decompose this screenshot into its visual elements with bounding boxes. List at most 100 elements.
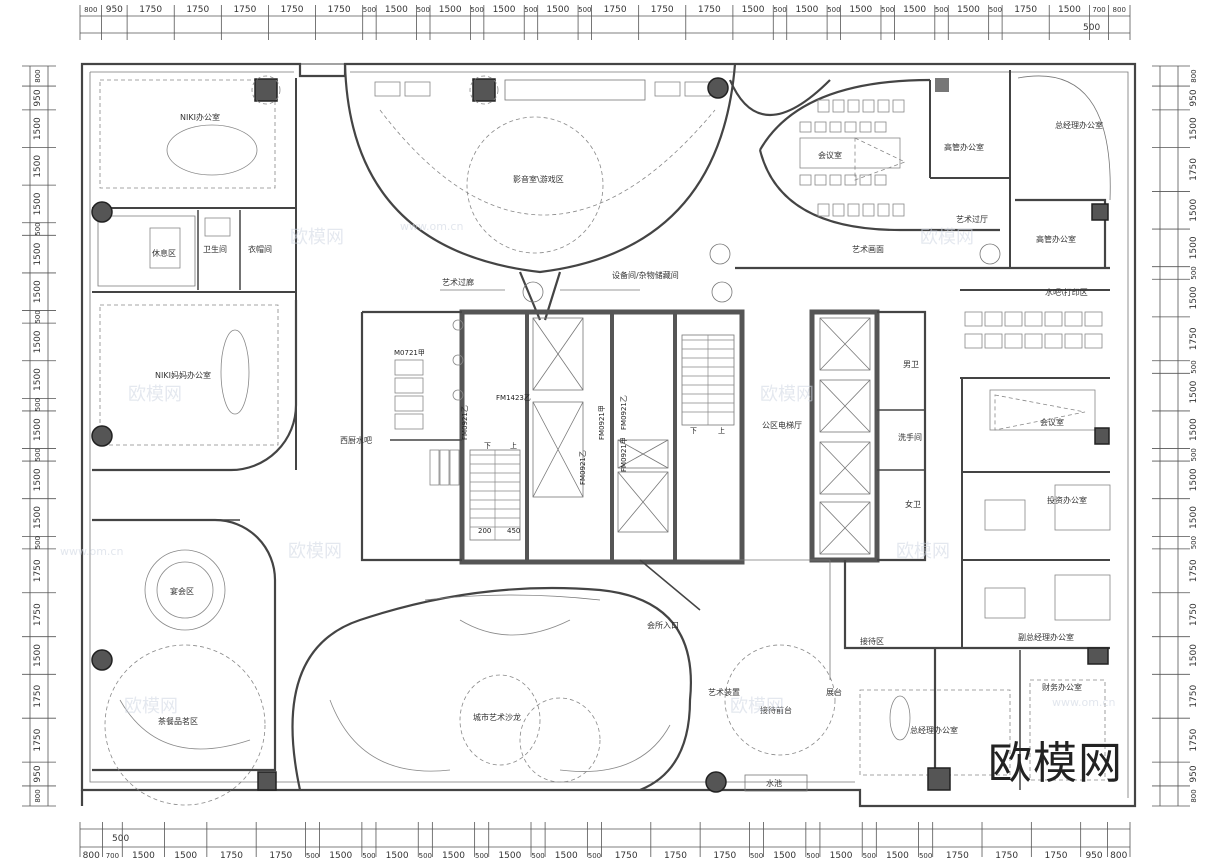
workstation-desk [1024,333,1043,349]
cinema-area [343,63,737,321]
right-dimension-label: 1750 [1189,158,1199,181]
room-label-water-pool: 水池 [766,778,782,788]
left-dimension-label: 1500 [33,280,43,303]
chair [817,203,830,217]
left-dimension-label: 800 [34,789,42,802]
room-label-senior-office-2: 高管办公室 [1036,234,1076,244]
chair [874,121,887,133]
room-label-meeting-right: 会议室 [1040,417,1064,427]
watermark-soft-6: 欧模网 [896,541,950,562]
stair-down-b: 下 [690,427,697,435]
chair [829,121,842,133]
bottom-dimension-label: 1750 [1045,851,1068,861]
right-dimension-label: 1500 [1189,506,1199,529]
left-dimension-label: 1750 [33,728,43,751]
room-label-gm-office: 总经理办公室 [1055,120,1103,130]
column [927,767,951,791]
bottom-dimension-label: 1750 [995,851,1018,861]
right-dimension-label: 500 [1190,536,1198,549]
elevator-car [819,501,871,555]
left-dimension-label: 500 [34,536,42,549]
top-dimension-label: 1500 [742,5,765,15]
left-dimension-label: 800 [34,69,42,82]
top-dimension-label: 1500 [385,5,408,15]
room-label-niki-office: NIKI办公室 [180,112,220,122]
chair [799,121,812,133]
stair-down-a: 下 [484,442,491,450]
workstation-desk [1004,333,1023,349]
chair [844,174,857,186]
top-dimension-label: 1750 [139,5,162,15]
door-tag-fm1423: FM1423乙 [496,394,531,402]
left-dimension-label: 500 [34,448,42,461]
toilet-stall [429,449,440,486]
chair [847,203,860,217]
chair [877,203,890,217]
chair [862,99,875,113]
room-label-western-bar: 西厨水吧 [340,435,372,445]
left-dimension-label: 1750 [33,559,43,582]
room-label-finance-office: 财务办公室 [1042,682,1082,692]
stair-dim-200: 200 [478,527,491,535]
left-dimension-label: 500 [34,222,42,235]
workstation-desk [1044,333,1063,349]
chair [844,121,857,133]
bottom-dimension-label: 1500 [555,851,578,861]
door-tag-fm0921e: FM0921乙 [461,405,469,440]
room-label-meeting-top: 会议室 [818,150,842,160]
watermark-brand: 欧模网 [988,738,1123,789]
room-label-invest-office: 投资办公室 [1047,495,1087,505]
top-dimension-label: 500 [881,6,894,14]
room-label-reception-area: 接待区 [860,636,884,646]
left-dimension-label: 500 [34,310,42,323]
sink [452,319,464,331]
bottom-dimension-label: 1750 [220,851,243,861]
room-label-public-elevator: 公区电梯厅 [762,420,802,430]
room-label-niki-mom-office: NIKI妈妈办公室 [155,370,211,380]
top-dimension-label: 1750 [604,5,627,15]
top-dimension-extra: 500 [1083,23,1100,33]
workstation-desk [964,311,983,327]
watermark-soft-7: 欧模网 [124,696,178,717]
bottom-dimension-label: 1500 [498,851,521,861]
top-dimension-label: 950 [106,5,123,15]
bottom-dimension-label: 800 [1110,851,1127,861]
top-dimension-label: 500 [578,6,591,14]
column [472,78,496,102]
chair [847,99,860,113]
right-dimension-label: 1500 [1189,468,1199,491]
right-dimension-label: 1500 [1189,418,1199,441]
watermark-url-1: www.om.cn [60,545,123,558]
top-dimension-label: 1500 [903,5,926,15]
chair [892,203,905,217]
chair [799,174,812,186]
room-label-equipment-room: 设备间/杂物储藏间 [612,270,679,280]
workstation-desk [1004,311,1023,327]
door-tags: FM1423乙 M0721甲 FM0921甲 FM0921乙 FM0921乙 F… [394,349,725,535]
left-wing [92,78,298,806]
elevator-car [819,379,871,433]
column [254,78,278,102]
column [257,771,277,791]
top-dimension-label: 1500 [795,5,818,15]
left-dimension-label: 1750 [33,603,43,626]
watermark-soft-3: 欧模网 [288,541,342,562]
bottom-dimension-label: 800 [83,851,100,861]
right-dimension-label: 500 [1190,360,1198,373]
right-dimension-label: 1500 [1189,199,1199,222]
bottom-dimension-label: 500 [475,852,488,860]
elevator-car [819,317,871,371]
right-dimension-label: 1750 [1189,327,1199,350]
top-dimension-label: 500 [989,6,1002,14]
top-dimension-label: 1500 [849,5,872,15]
bottom-dimension-label: 1750 [946,851,969,861]
left-dimension-label: 950 [33,765,43,782]
stair-up-b: 上 [718,426,725,435]
top-dimension-label: 500 [524,6,537,14]
room-label-rest-area: 休息区 [152,248,176,258]
watermark-soft-8: 欧模网 [730,696,784,717]
room-label-reception-desk: 接待前台 [760,705,792,715]
workstation-desk [964,333,983,349]
bottom-dimension-label: 500 [362,852,375,860]
